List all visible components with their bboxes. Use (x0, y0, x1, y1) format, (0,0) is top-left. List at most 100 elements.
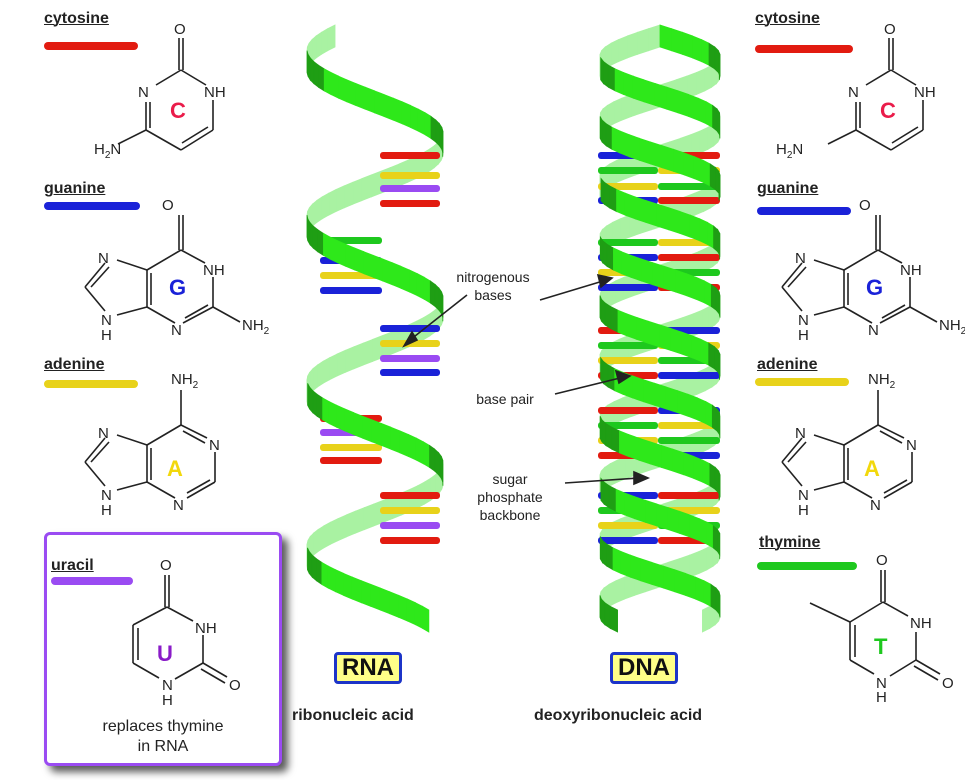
backbone-segment (345, 243, 356, 271)
adenine-letter: A (167, 456, 183, 481)
backbone-segment (613, 247, 622, 275)
backbone-segment (372, 254, 384, 282)
svg-text:C: C (880, 98, 896, 123)
backbone-segment (313, 60, 319, 89)
backbone-segment (611, 426, 620, 454)
backbone-segment (636, 316, 649, 344)
backbone-segment (621, 251, 632, 278)
backbone-segment (423, 441, 430, 469)
backbone-segment (706, 521, 714, 549)
backbone-segment (702, 159, 711, 187)
svg-text:G: G (866, 275, 883, 300)
backbone-segment (610, 38, 619, 66)
backbone-segment (608, 580, 617, 608)
backbone-segment (335, 185, 345, 213)
backbone-segment (337, 240, 347, 267)
backbone-segment (695, 276, 705, 304)
backbone-segment (399, 430, 409, 458)
backbone-segment (648, 24, 661, 52)
svg-text:A: A (864, 456, 880, 481)
backbone-segment (424, 477, 431, 505)
backbone-segment (317, 229, 324, 257)
backbone-segment (685, 572, 696, 600)
thymine-color-bar (757, 562, 857, 570)
backbone-segment (330, 71, 340, 99)
backbone-segment (309, 56, 315, 85)
backbone-segment (606, 543, 614, 571)
arrowhead-icon (633, 470, 651, 486)
backbone-segment (619, 430, 630, 458)
rna-base-guanine (380, 325, 440, 332)
backbone-segment (601, 418, 607, 447)
dna-base-cytosine (598, 407, 658, 414)
backbone-segment (715, 287, 720, 316)
backbone-segment (318, 64, 325, 92)
backbone-segment (683, 452, 695, 480)
backbone-segment (323, 232, 331, 260)
svg-text:H: H (876, 689, 887, 706)
backbone-segment (600, 56, 604, 85)
svg-text:NH: NH (203, 262, 225, 279)
backbone-segment (381, 422, 392, 450)
backbone-segment (321, 27, 329, 56)
backbone-segment (632, 375, 644, 403)
cytosine-label-right: cytosine (755, 10, 820, 27)
cytosine-structure-right: O N NH H2N C (776, 10, 950, 165)
backbone-segment (308, 550, 313, 579)
dna-base-cytosine (658, 197, 720, 204)
backbone-segment (312, 389, 318, 418)
backbone-segment (634, 496, 646, 523)
backbone-segment (624, 192, 636, 220)
backbone-segment (715, 166, 720, 195)
backbone-segment (415, 437, 424, 465)
dna-badge: DNA (610, 652, 678, 684)
backbone-segment (645, 199, 658, 227)
backbone-segment (647, 320, 660, 348)
backbone-segment (650, 141, 663, 169)
backbone-segment (353, 342, 364, 370)
backbone-segment (344, 408, 354, 436)
backbone-segment (603, 481, 610, 509)
backbone-segment (603, 60, 609, 89)
backbone-segment (656, 503, 669, 531)
guanine-structure-left: O N NH N H N NH2 G (75, 185, 275, 350)
backbone-segment (718, 591, 721, 618)
backbone-segment (615, 576, 625, 604)
backbone-segment (604, 302, 612, 330)
backbone-segment (626, 313, 638, 341)
backbone-arrow (564, 477, 639, 484)
backbone-segment (632, 75, 645, 103)
backbone-segment (661, 145, 674, 172)
cytosine-letter: C (170, 98, 186, 123)
backbone-segment (697, 397, 707, 425)
backbone-segment (718, 474, 721, 501)
backbone-segment (674, 569, 687, 596)
backbone-segment (602, 539, 608, 568)
backbone-segment (344, 346, 355, 374)
backbone-segment (618, 35, 628, 63)
backbone-segment (700, 338, 710, 366)
backbone-segment (607, 64, 616, 92)
backbone-segment (392, 97, 403, 125)
backbone-segment (689, 214, 701, 242)
backbone-segment (323, 68, 332, 96)
rna-backbone-front (306, 50, 444, 633)
backbone-segment (710, 283, 717, 312)
adenine-structure-right: NH2 N N N H N A (772, 360, 952, 525)
nitrogenous-bases-annotation: nitrogenous bases (456, 269, 530, 303)
svg-text:N: N (870, 497, 881, 514)
backbone-segment (705, 400, 713, 428)
backbone-segment (312, 364, 318, 392)
backbone-segment (701, 38, 710, 66)
rna-base-cytosine (380, 537, 440, 544)
backbone-segment (361, 174, 372, 202)
backbone-segment (612, 547, 622, 575)
backbone-segment (602, 360, 609, 388)
backbone-segment (379, 587, 391, 615)
backbone-segment (312, 199, 318, 228)
backbone-segment (689, 550, 700, 578)
svg-text:O: O (884, 21, 896, 38)
backbone-segment (699, 218, 708, 246)
backbone-segment (692, 35, 702, 63)
svg-text:H: H (798, 327, 809, 344)
